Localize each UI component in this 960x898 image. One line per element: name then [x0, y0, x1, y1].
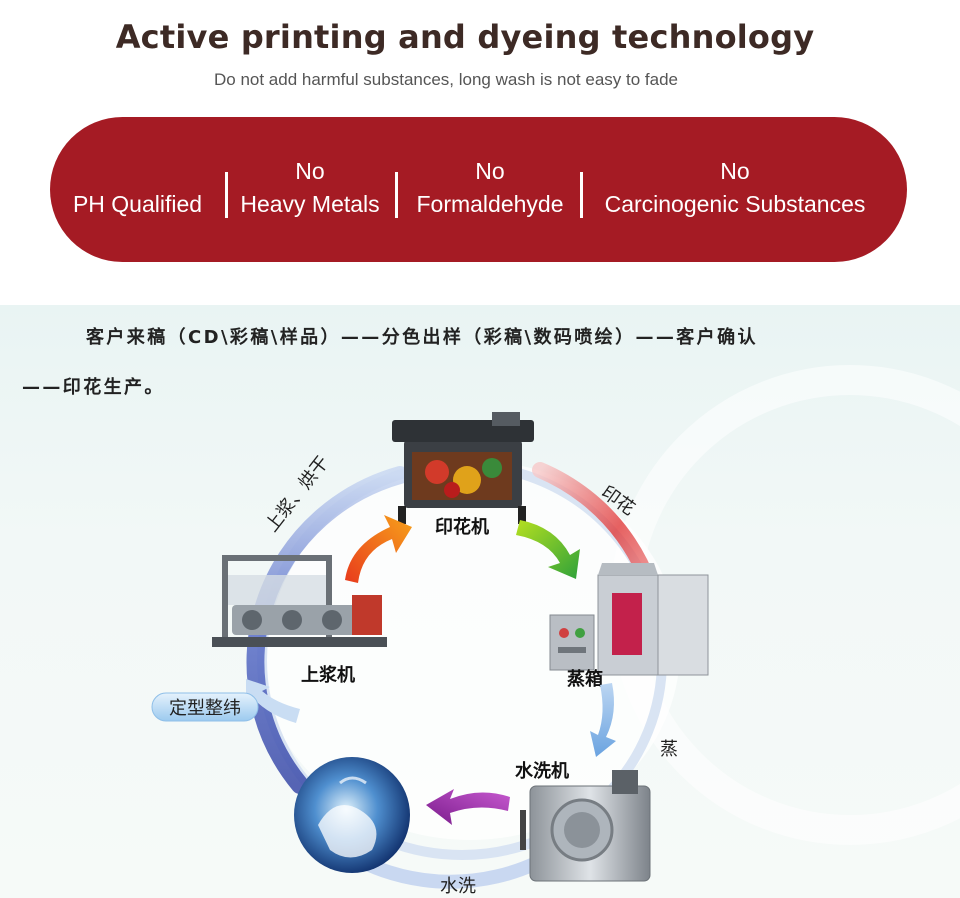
- washing-machine-icon: [520, 770, 651, 882]
- banner-divider: [580, 172, 583, 218]
- banner-item-formaldehyde: No Formaldehyde: [416, 158, 564, 217]
- header-section: Active printing and dyeing technology Do…: [0, 0, 960, 305]
- process-text-line-1: 客户来稿（CD\彩稿\样品）——分色出样（彩稿\数码喷绘）——客户确认: [86, 327, 758, 348]
- banner-item-heavy-metals: No Heavy Metals: [240, 158, 380, 217]
- sizer-label: 上浆机: [301, 664, 355, 686]
- step-label-wash: 水洗: [440, 876, 476, 897]
- banner-divider: [225, 172, 228, 218]
- step-label-steam: 蒸: [660, 739, 678, 760]
- banner-divider: [395, 172, 398, 218]
- arrow-to-printer: [345, 515, 412, 583]
- digital-printer-icon: [392, 412, 534, 524]
- certification-banner: PH Qualified No Heavy Metals No Formalde…: [50, 117, 907, 262]
- arrow-to-finishing: [246, 679, 300, 723]
- arrow-to-washer: [590, 683, 616, 757]
- banner-item-carcinogenic: No Carcinogenic Substances: [604, 158, 866, 217]
- page-title: Active printing and dyeing technology: [115, 18, 815, 56]
- banner-item-ph: PH Qualified: [72, 191, 203, 217]
- process-section: 客户来稿（CD\彩稿\样品）——分色出样（彩稿\数码喷绘）——客户确认 ——印花…: [0, 305, 960, 898]
- sizing-machine-icon: [212, 555, 387, 647]
- arrow-to-water: [426, 789, 510, 825]
- printer-label: 印花机: [435, 516, 489, 538]
- arrow-to-steamer: [516, 520, 580, 579]
- steamer-label: 蒸箱: [567, 668, 603, 690]
- washer-label: 水洗机: [515, 760, 569, 782]
- process-text-line-2: ——印花生产。: [22, 377, 165, 398]
- water-globe-icon: [294, 757, 410, 873]
- finishing-badge: 定型整纬: [151, 692, 259, 722]
- finishing-badge-label: 定型整纬: [169, 698, 241, 719]
- steam-box-icon: [549, 563, 709, 676]
- page-subtitle: Do not add harmful substances, long wash…: [214, 70, 678, 89]
- printing-cycle-diagram: 印花机 蒸箱 水洗机: [151, 365, 960, 897]
